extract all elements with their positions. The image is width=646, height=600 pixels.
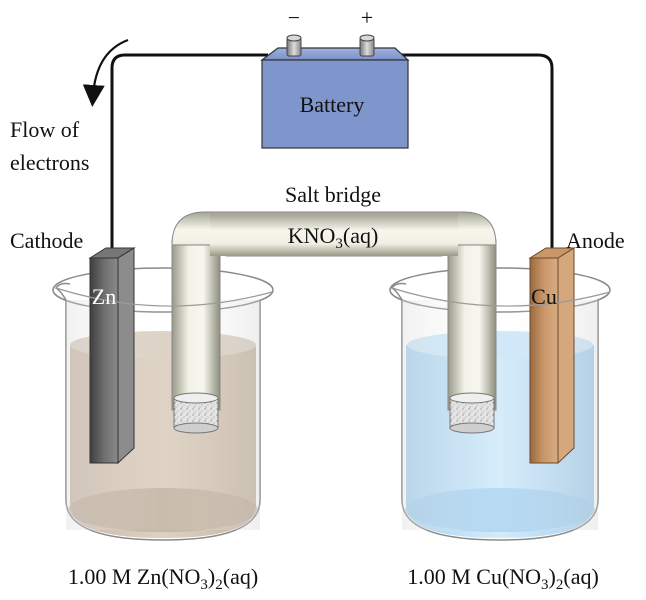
salt-bridge-formula: KNO3(aq) [288,223,379,252]
right-beaker [389,267,611,541]
salt-bridge-title: Salt bridge [285,182,381,207]
zinc-symbol: Zn [92,284,116,309]
salt-bridge-formula-sub: 3 [335,236,343,252]
left-solution-label-prefix: 1.00 M Zn(NO [68,564,201,589]
left-beaker [52,267,274,541]
wire-right [400,53,554,258]
flow-label-line2: electrons [10,150,89,175]
left-solution-label-mid: ) [208,564,215,589]
wire-left [110,53,268,258]
right-solution-label-suffix: (aq) [563,564,598,589]
zinc-electrode [88,247,136,465]
right-solution-label: 1.00 M Cu(NO3)2(aq) [407,564,599,593]
battery-minus-sign: − [288,5,300,30]
copper-electrode [528,247,576,465]
battery: Battery [260,34,410,149]
salt-bridge [171,211,497,434]
right-solution-label-prefix: 1.00 M Cu(NO [407,564,541,589]
salt-bridge-formula-suffix: (aq) [343,223,378,248]
right-solution-label-mid: ) [549,564,556,589]
anode-label: Anode [566,228,625,253]
left-solution-label-sub1: 3 [200,577,208,593]
flow-label-line1: Flow of [10,117,80,142]
salt-bridge-formula-prefix: KNO [288,223,336,248]
battery-plus-sign: + [361,5,373,30]
copper-symbol: Cu [531,284,557,309]
right-solution-label-sub1: 3 [541,577,549,593]
right-solution-label-sub2: 2 [556,577,564,593]
left-solution-label-suffix: (aq) [223,564,258,589]
electron-flow-arrow-icon [82,38,129,107]
left-solution-label-sub2: 2 [215,577,223,593]
battery-label: Battery [300,92,365,117]
cathode-label: Cathode [10,228,83,253]
left-solution-label: 1.00 M Zn(NO3)2(aq) [68,564,258,593]
